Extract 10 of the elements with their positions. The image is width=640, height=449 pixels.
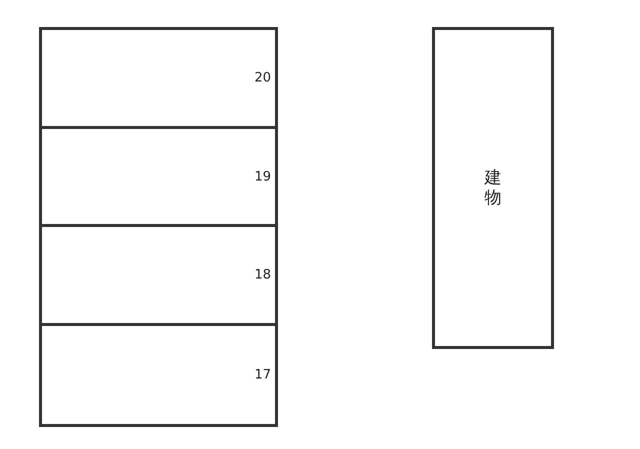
space-number: 20 [254,70,271,86]
space-number: 19 [254,169,271,184]
parking-space [39,27,278,129]
building-outline [432,27,554,349]
parking-space [39,323,278,427]
parking-space [39,224,278,326]
space-number: 17 [254,368,271,382]
parking-space [39,126,278,227]
space-number: 18 [254,268,271,282]
building-label: 建物 [484,168,502,208]
